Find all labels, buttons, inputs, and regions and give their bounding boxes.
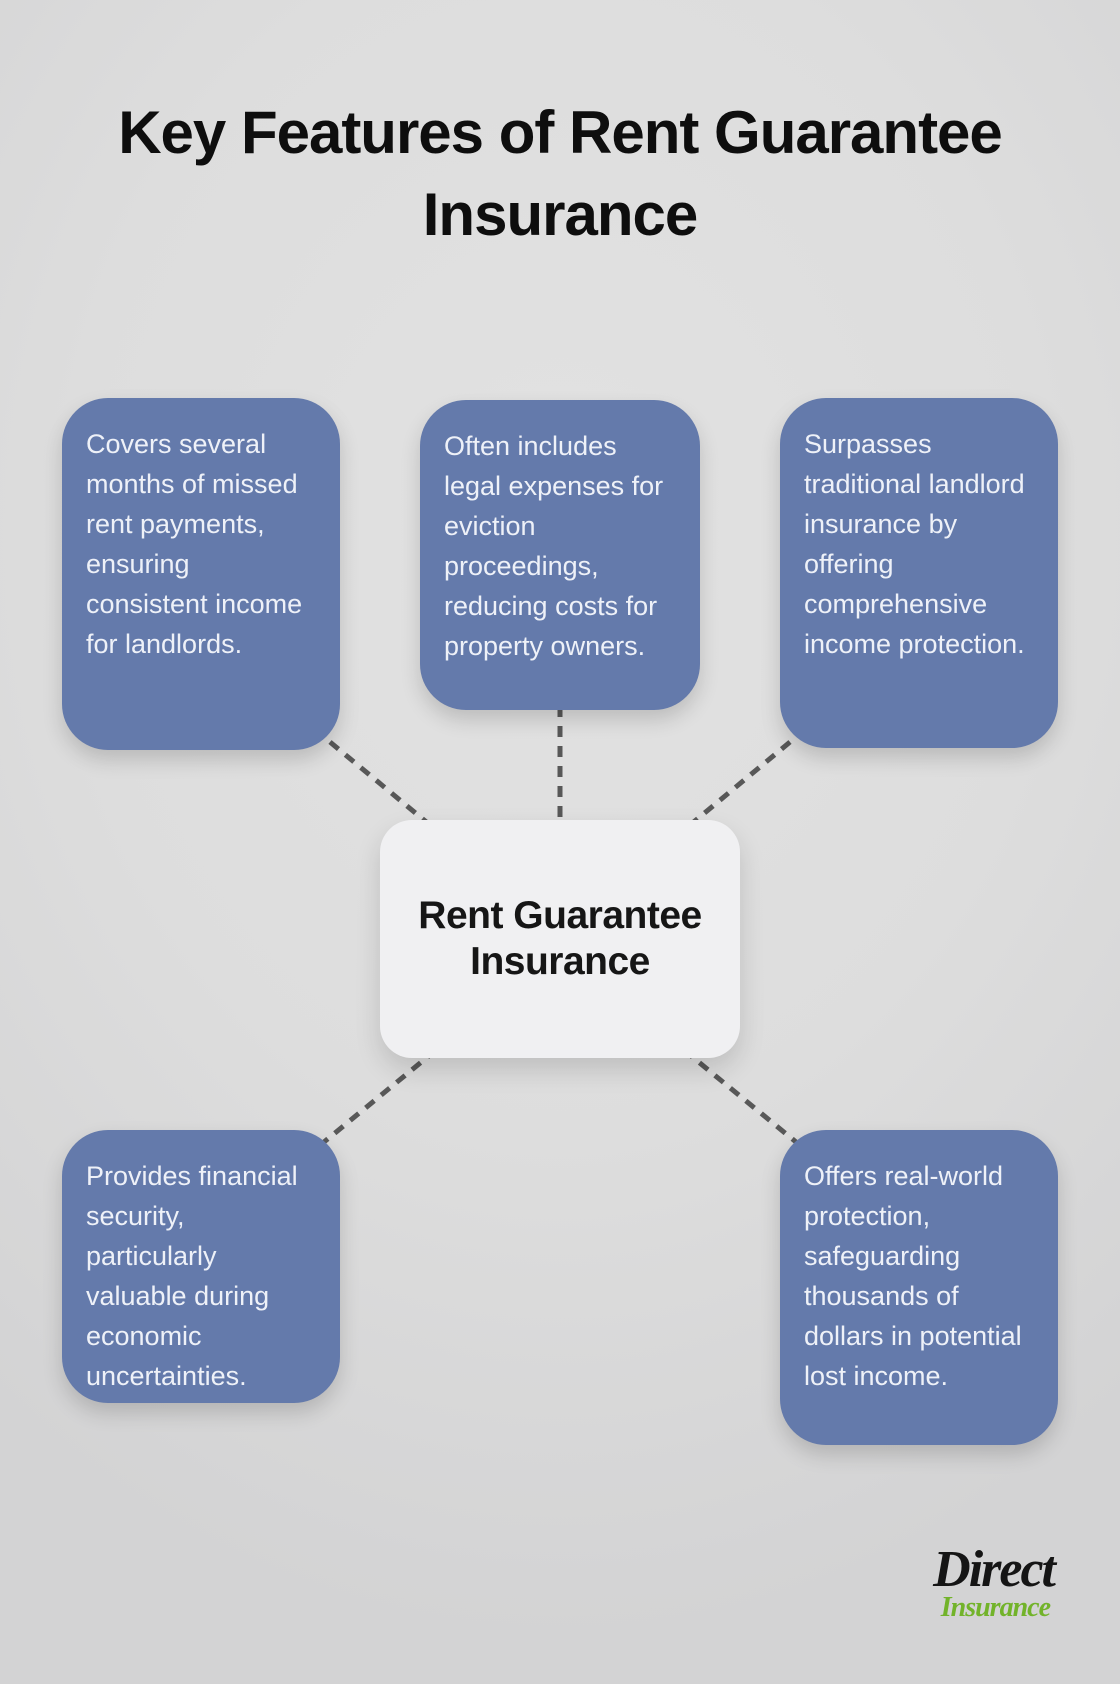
feature-text: Provides financial security, particularl…: [86, 1161, 298, 1391]
feature-box-covers-missed-rent: Covers several months of missed rent pay…: [62, 398, 340, 750]
center-node-label: Rent Guarantee Insurance: [418, 894, 702, 983]
connector-bottom-right: [682, 1048, 798, 1144]
logo-wordmark: Direct: [933, 1541, 1056, 1598]
logo-subtext: Insurance: [940, 1592, 1051, 1623]
brand-logo: Direct Insurance: [933, 1541, 1056, 1623]
feature-box-financial-security: Provides financial security, particularl…: [62, 1130, 340, 1403]
feature-box-surpasses-traditional: Surpasses traditional landlord insurance…: [780, 398, 1058, 748]
feature-text: Covers several months of missed rent pay…: [86, 429, 303, 659]
page-title: Key Features of Rent Guarantee Insurance: [118, 99, 1003, 248]
center-node: Rent Guarantee Insurance: [380, 820, 740, 1058]
feature-text: Often includes legal expenses for evicti…: [444, 431, 664, 661]
feature-box-real-world-protection: Offers real-world protection, safeguardi…: [780, 1130, 1058, 1445]
feature-text: Offers real-world protection, safeguardi…: [804, 1161, 1022, 1391]
feature-box-legal-expenses: Often includes legal expenses for evicti…: [420, 400, 700, 710]
connector-bottom-left: [322, 1048, 438, 1144]
feature-text: Surpasses traditional landlord insurance…: [804, 429, 1025, 659]
